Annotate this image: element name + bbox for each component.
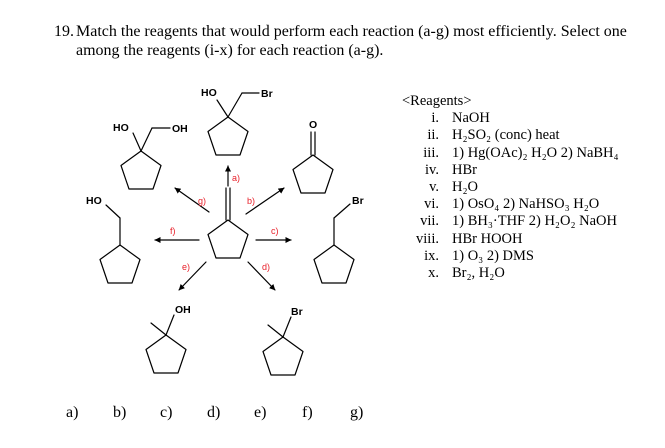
arrow-label-g: g) xyxy=(198,196,206,206)
reagent-item: iii. 1) Hg(OAc)₂ H₂O 2) NaBH₄ xyxy=(402,144,619,162)
product-f-primary-alcohol xyxy=(99,204,141,284)
reagent-number: iv. xyxy=(425,161,439,178)
product-c-primary-bromide xyxy=(313,203,355,284)
atom-label: Br xyxy=(291,306,303,318)
reagent-text: H₂O xyxy=(452,179,478,196)
reagent-item: ix. 1) O₃ 2) DMS xyxy=(402,248,619,265)
product-g-diol xyxy=(120,127,171,190)
arrow-label-f: f) xyxy=(170,226,176,236)
reagent-item: i. NaOH xyxy=(402,110,619,127)
question-text: 19. Match the reagents that would perfor… xyxy=(54,22,656,60)
answer-slot-a: a) xyxy=(66,404,79,421)
answer-slot-c: c) xyxy=(160,404,173,421)
reagent-text: 1) Hg(OAc)₂ H₂O 2) NaBH₄ xyxy=(452,144,619,161)
arrow-b xyxy=(245,187,285,215)
reagent-number: v. xyxy=(429,179,439,196)
answer-slot-e: e) xyxy=(254,404,267,421)
reagent-item: vii. 1) BH₃·THF 2) H₂O₂ NaOH xyxy=(402,213,619,230)
reagent-text: Br₂, H₂O xyxy=(452,265,505,282)
question-number: 19. xyxy=(54,23,74,40)
reagent-item: iv. HBr xyxy=(402,162,619,179)
reagent-text: H₂SO₂ (conc) heat xyxy=(452,127,560,144)
answer-slot-d: d) xyxy=(207,404,221,421)
reagent-number: vi. xyxy=(424,196,439,213)
question-line-2: among the reagents (i-x) for each reacti… xyxy=(76,42,384,59)
arrow-label-c: c) xyxy=(271,226,279,236)
reagent-number: iii. xyxy=(423,144,439,161)
reagent-number: i. xyxy=(431,110,439,127)
atom-label: HO xyxy=(86,195,102,207)
reagent-item: vi. 1) OsO₄ 2) NaHSO₃ H₂O xyxy=(402,196,619,213)
reagent-item: x. Br₂, H₂O xyxy=(402,265,619,282)
reagent-text: NaOH xyxy=(452,110,490,127)
reaction-scheme: HO Br HO OH O HO Br OH Br a) b) c) d) e)… xyxy=(86,87,364,376)
reagent-rows: i. NaOH ii. H₂SO₂ (conc) heat iii. 1) Hg(OAc)… xyxy=(402,110,619,282)
reagent-text: HBr HOOH xyxy=(452,230,523,247)
atom-label: OH xyxy=(172,123,188,135)
atom-label: Br xyxy=(352,195,364,207)
reagent-item: viii. HBr HOOH xyxy=(402,231,619,248)
answer-slot-f: f) xyxy=(302,404,313,421)
reagent-item: v. H₂O xyxy=(402,179,619,196)
product-e-tertiary-alcohol xyxy=(145,314,187,374)
arrow-label-b: b) xyxy=(247,196,255,206)
reagent-number: viii. xyxy=(416,230,439,247)
reagent-text: HBr xyxy=(452,161,477,178)
answer-slot-g: g) xyxy=(350,404,364,421)
arrow-label-a: a) xyxy=(232,173,240,183)
reagent-text: 1) O₃ 2) DMS xyxy=(452,247,534,264)
question-line-1: Match the reagents that would perform ea… xyxy=(76,23,627,40)
reagent-number: ii. xyxy=(427,127,439,144)
atom-label: HO xyxy=(113,122,129,134)
atom-label: O xyxy=(309,119,317,131)
reagent-number: x. xyxy=(428,265,439,282)
reagent-item: ii. H₂SO₂ (conc) heat xyxy=(402,127,619,144)
starting-alkene xyxy=(207,187,249,259)
arrow-e xyxy=(178,261,207,291)
arrow-label-e: e) xyxy=(182,262,190,272)
reagent-number: vii. xyxy=(420,213,439,230)
reagent-text: 1) OsO₄ 2) NaHSO₃ H₂O xyxy=(452,196,600,213)
arrow-g xyxy=(174,187,210,213)
reagent-text: 1) BH₃·THF 2) H₂O₂ NaOH xyxy=(452,213,617,230)
product-b-ketone xyxy=(292,131,334,194)
reagent-number: ix. xyxy=(424,247,439,264)
atom-label: HO xyxy=(201,87,217,99)
atom-label: OH xyxy=(175,304,191,316)
atom-label: Br xyxy=(261,88,273,100)
reagents-title: <Reagents> xyxy=(402,93,472,109)
product-a-bromohydrin xyxy=(207,92,260,156)
product-d-tertiary-bromide xyxy=(262,316,304,376)
arrow-d xyxy=(247,261,276,291)
arrow-label-d: d) xyxy=(262,262,270,272)
answer-slot-b: b) xyxy=(113,404,127,421)
